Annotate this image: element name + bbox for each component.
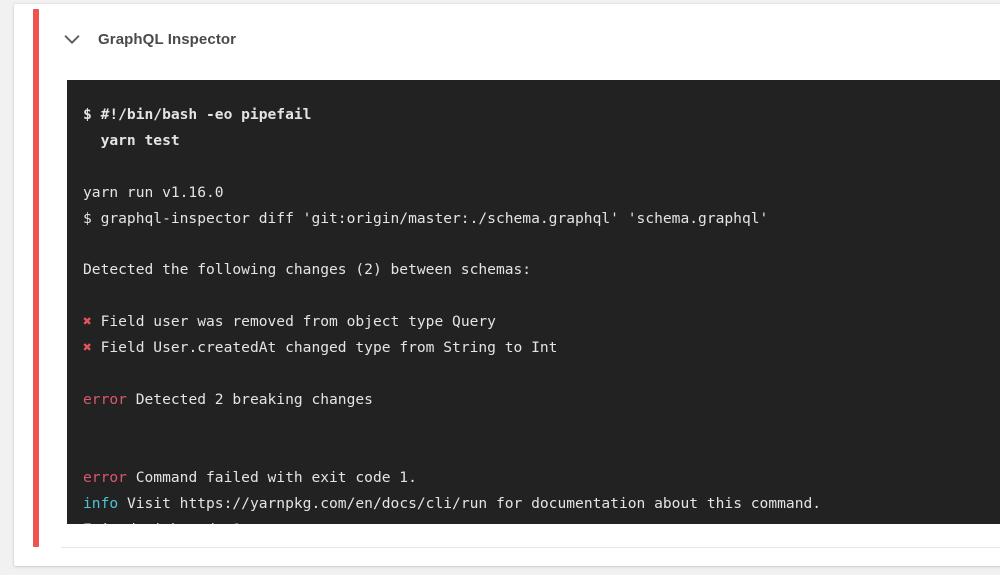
terminal-line: Exited with code 1 — [83, 517, 1000, 525]
terminal-line — [83, 413, 1000, 439]
step-status-stripe — [33, 9, 39, 547]
terminal-log: $ #!/bin/bash -eo pipefail yarn test yar… — [83, 102, 1000, 524]
terminal-line — [83, 283, 1000, 309]
step-divider — [61, 547, 1000, 548]
terminal-line — [83, 439, 1000, 465]
terminal-line: $ graphql-inspector diff 'git:origin/mas… — [83, 206, 1000, 232]
terminal-line — [83, 154, 1000, 180]
terminal-token-mark: ✖ — [83, 313, 92, 331]
terminal-token-text — [83, 443, 92, 460]
terminal-line: Detected the following changes (2) betwe… — [83, 257, 1000, 283]
terminal-token-text: $ graphql-inspector diff 'git:origin/mas… — [83, 209, 769, 227]
terminal-line: error Command failed with exit code 1. — [83, 465, 1000, 491]
terminal-token-text: Detected the following changes (2) betwe… — [83, 261, 532, 279]
terminal-token-error: error — [83, 468, 127, 486]
terminal-line: yarn run v1.16.0 — [83, 180, 1000, 206]
terminal-token-text — [83, 287, 92, 304]
terminal-token-text: Field User.createdAt changed type from S… — [91, 339, 558, 357]
terminal-token-text: Exited with code 1 — [83, 521, 241, 525]
terminal-output-panel[interactable]: $ #!/bin/bash -eo pipefail yarn test yar… — [67, 80, 1000, 524]
terminal-line — [83, 361, 1000, 387]
chevron-down-icon[interactable] — [61, 28, 83, 50]
terminal-token-text: Detected 2 breaking changes — [126, 390, 373, 408]
terminal-line — [83, 232, 1000, 258]
terminal-token-mark: ✖ — [83, 339, 92, 357]
step-title: GraphQL Inspector — [98, 30, 237, 48]
terminal-token-text — [83, 236, 92, 253]
terminal-token-info: info — [83, 494, 119, 512]
terminal-token-text: $ #!/bin/bash -eo pipefail — [83, 106, 312, 123]
build-step-card: GraphQL Inspector $ #!/bin/bash -eo pipe… — [14, 4, 1000, 566]
terminal-line: ✖ Field User.createdAt changed type from… — [83, 335, 1000, 361]
terminal-token-text — [83, 417, 92, 434]
terminal-token-text: yarn test — [83, 131, 180, 149]
terminal-token-error: error — [83, 390, 127, 408]
terminal-token-text: Field user was removed from object type … — [91, 313, 496, 331]
step-header-toggle[interactable]: GraphQL Inspector — [61, 22, 236, 56]
terminal-token-text — [83, 158, 92, 175]
terminal-token-text: yarn run v1.16.0 — [83, 183, 224, 201]
terminal-token-text: Visit https://yarnpkg.com/en/docs/cli/ru… — [118, 494, 822, 512]
terminal-line: $ #!/bin/bash -eo pipefail — [83, 102, 1000, 128]
terminal-token-text — [83, 365, 92, 382]
terminal-line: yarn test — [83, 128, 1000, 154]
terminal-line: info Visit https://yarnpkg.com/en/docs/c… — [83, 491, 1000, 517]
terminal-line: error Detected 2 breaking changes — [83, 387, 1000, 413]
terminal-token-text: Command failed with exit code 1. — [126, 468, 417, 486]
terminal-line: ✖ Field user was removed from object typ… — [83, 309, 1000, 335]
